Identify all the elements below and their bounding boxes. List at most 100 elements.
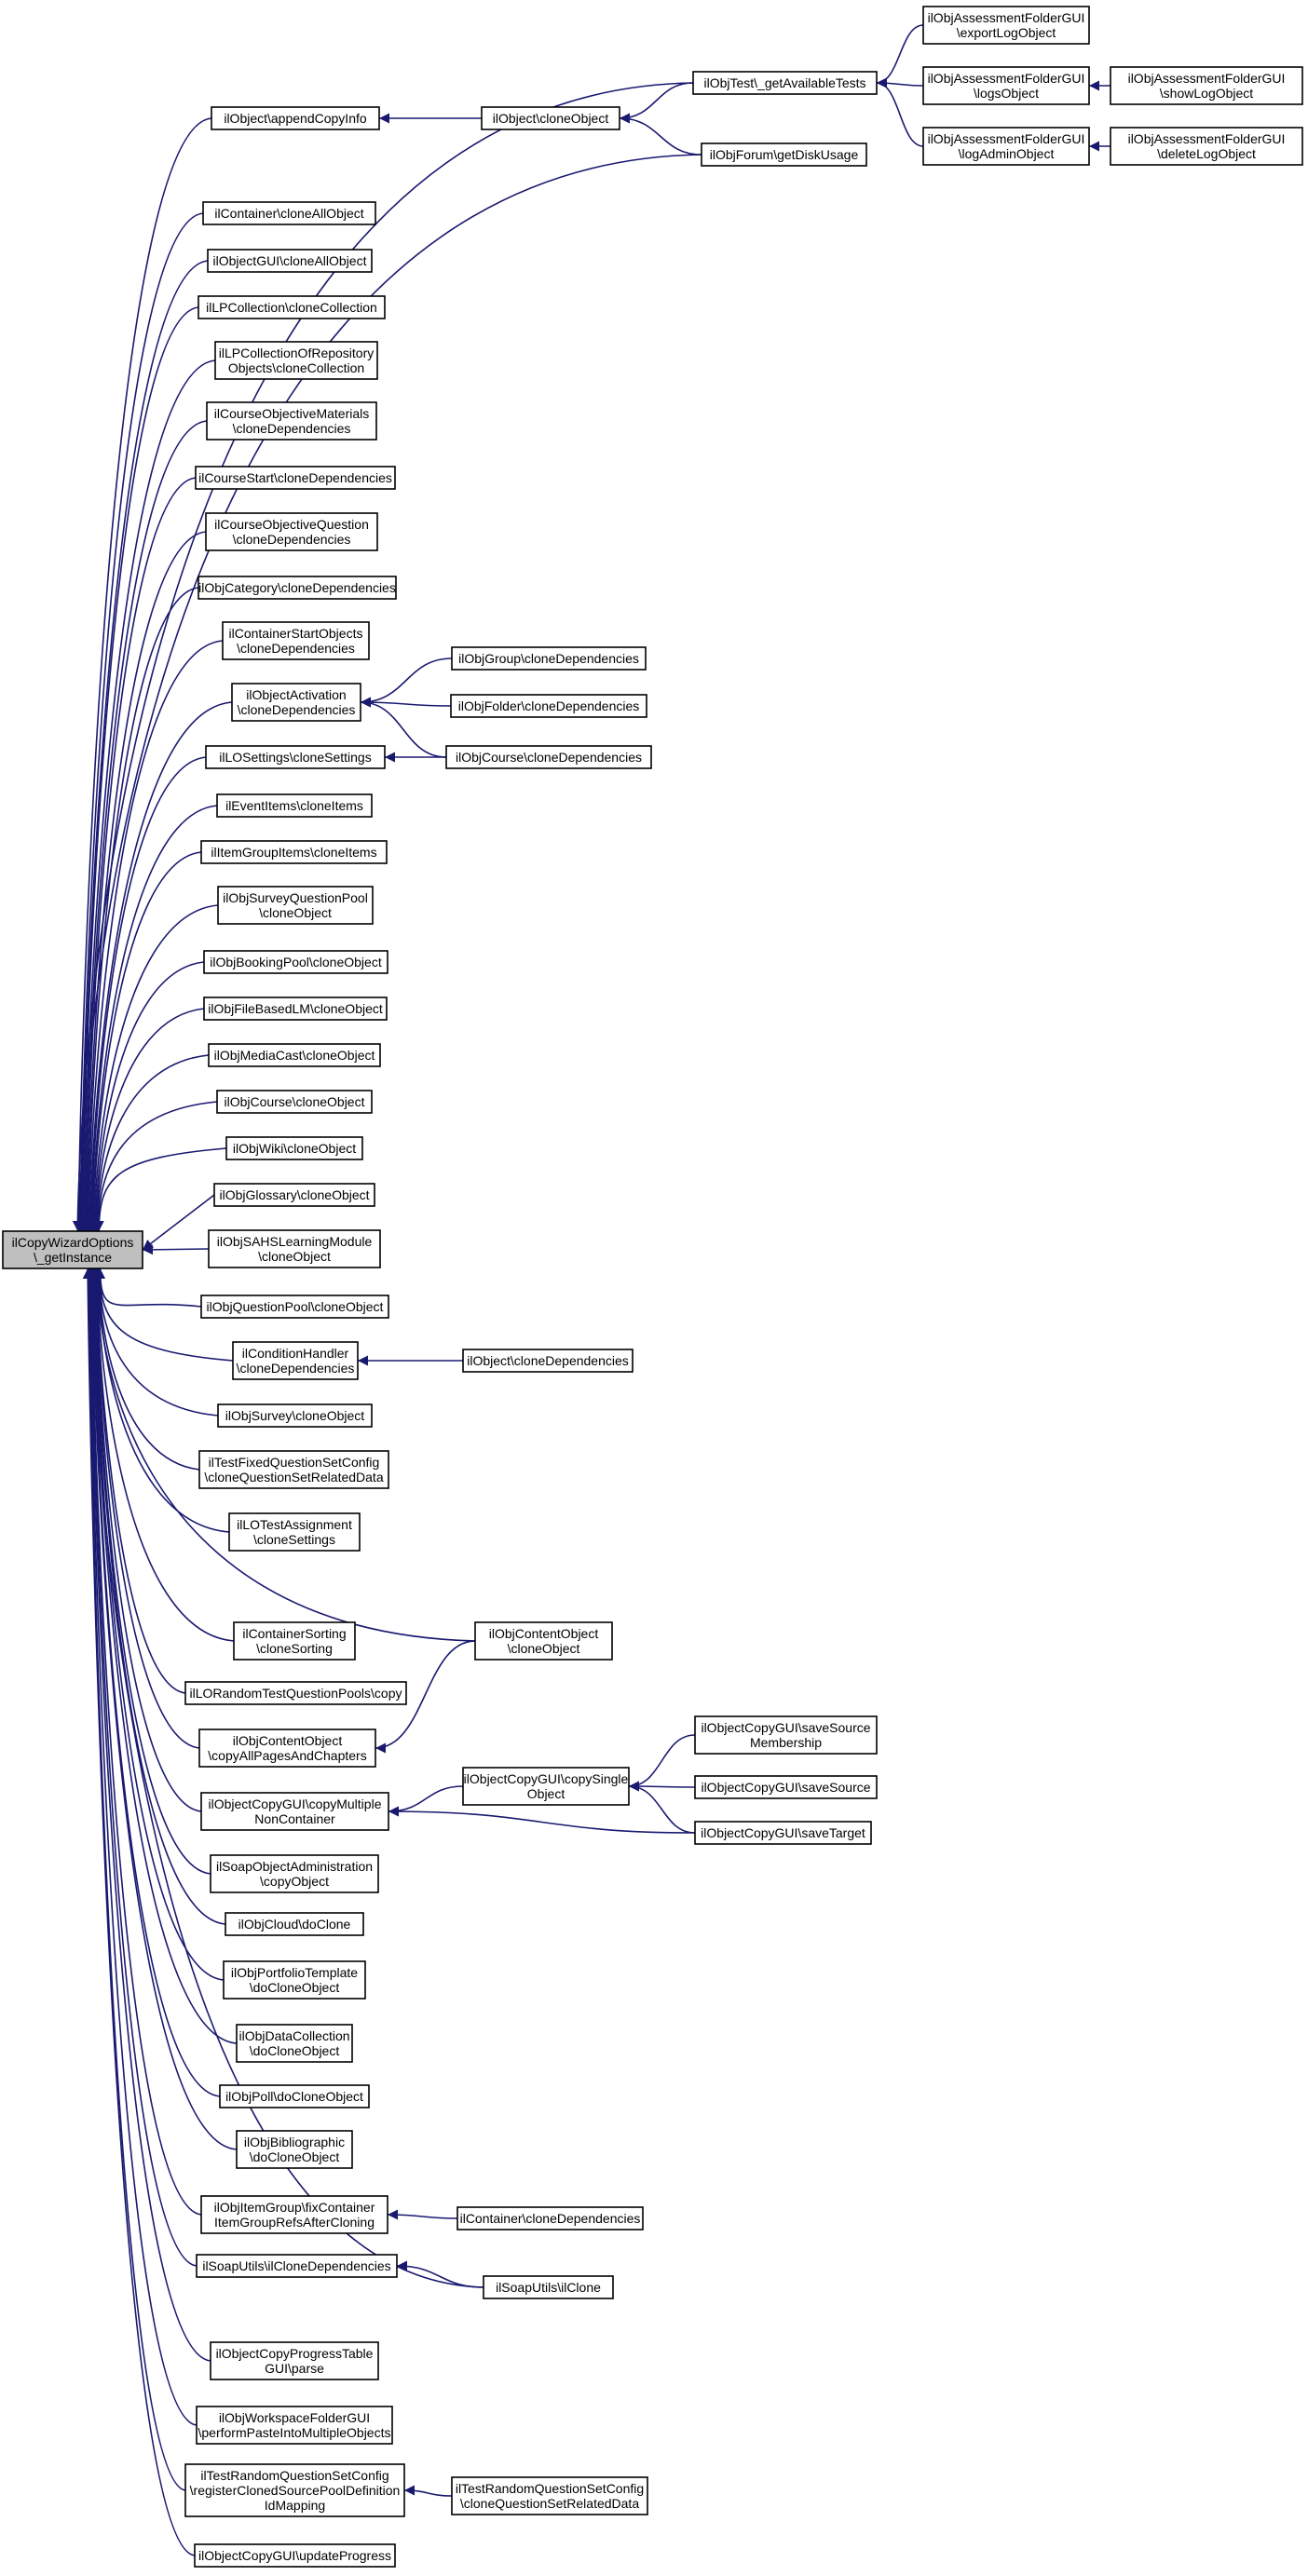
edge-data-collection-to-root — [88, 1268, 238, 2044]
node-workspace-paste[interactable]: ilObjWorkspaceFolderGUI\performPasteInto… — [196, 2406, 393, 2445]
node-item-group-fix[interactable]: ilObjItemGroup\fixContainerItemGroupRefs… — [200, 2195, 388, 2234]
edge-export-log-object-to-get-available-tests — [876, 24, 924, 88]
node-box — [214, 341, 378, 380]
edge-obj-group-to-object-activation — [360, 658, 453, 708]
node-lo-random-pools[interactable]: ilLORandomTestQuestionPools\copy — [184, 1681, 407, 1705]
node-label: ilSoapObjectAdministration — [216, 1859, 373, 1874]
node-save-source[interactable]: ilObjectCopyGUI\saveSource — [694, 1775, 878, 1799]
node-container-sorting[interactable]: ilContainerSorting\cloneSorting — [233, 1621, 356, 1661]
node-label: ilObjPortfolioTemplate — [231, 1965, 358, 1980]
node-label: ilObjItemGroup\fixContainer — [214, 2200, 375, 2215]
node-box — [216, 793, 373, 818]
node-show-log-object[interactable]: ilObjAssessmentFolderGUI\showLogObject — [1110, 66, 1303, 105]
node-save-target[interactable]: ilObjectCopyGUI\saveTarget — [694, 1821, 872, 1845]
root-node[interactable]: ilCopyWizardOptions\_getInstance — [2, 1230, 143, 1269]
node-label: ilObjWorkspaceFolderGUI — [219, 2410, 370, 2425]
node-box — [694, 1821, 872, 1845]
edge-get-disk-usage-to-clone-object — [619, 113, 702, 156]
edge-lp-collection-repo-to-root — [77, 359, 216, 1232]
node-delete-log-object[interactable]: ilObjAssessmentFolderGUI\deleteLogObject — [1110, 127, 1303, 166]
node-label: ilObjContentObject — [489, 1626, 599, 1641]
node-fixed-question-set[interactable]: ilTestFixedQuestionSetConfig\cloneQuesti… — [198, 1450, 389, 1489]
node-box — [462, 1767, 630, 1806]
node-copy-all-pages[interactable]: ilObjContentObject\copyAllPagesAndChapte… — [198, 1729, 376, 1768]
node-poll-do-clone[interactable]: ilObjPoll\doCloneObject — [219, 2084, 370, 2108]
edge-log-admin-object-to-get-available-tests — [876, 77, 924, 147]
node-soap-copy-object[interactable]: ilSoapObjectAdministration\copyObject — [210, 1854, 379, 1893]
node-container-clone-all-object[interactable]: ilContainer\cloneAllObject — [202, 201, 376, 225]
node-media-cast[interactable]: ilObjMediaCast\cloneObject — [208, 1043, 381, 1067]
node-file-based-lm[interactable]: ilObjFileBasedLM\cloneObject — [203, 997, 388, 1021]
node-container-clone-deps[interactable]: ilContainer\cloneDependencies — [456, 2206, 644, 2230]
node-label: ilContainer\cloneDependencies — [460, 2211, 641, 2226]
node-soap-utils-clone[interactable]: ilSoapUtils\ilClone — [483, 2275, 614, 2299]
edge-save-source-membership-to-copy-single — [628, 1734, 696, 1792]
node-event-items[interactable]: ilEventItems\cloneItems — [216, 793, 373, 818]
node-course-start[interactable]: ilCourseStart\cloneDependencies — [195, 466, 396, 490]
edge-survey-question-pool-to-root — [89, 904, 219, 1232]
node-survey-question-pool[interactable]: ilObjSurveyQuestionPool\cloneObject — [217, 886, 374, 925]
node-export-log-object[interactable]: ilObjAssessmentFolderGUI\exportLogObject — [922, 6, 1090, 45]
node-sahs-lm[interactable]: ilObjSAHSLearningModule\cloneObject — [208, 1229, 381, 1268]
node-label: ilObject\cloneDependencies — [467, 1353, 629, 1368]
node-box — [205, 745, 386, 769]
node-wiki-clone[interactable]: ilObjWiki\cloneObject — [225, 1136, 363, 1160]
node-box — [198, 1729, 376, 1768]
node-container-start-objects[interactable]: ilContainerStartObjects\cloneDependencie… — [222, 621, 370, 660]
node-soap-utils-deps[interactable]: ilSoapUtils\ilCloneDependencies — [196, 2254, 398, 2278]
node-label: ilObjDataCollection — [238, 2028, 349, 2043]
node-random-question-set-clone[interactable]: ilTestRandomQuestionSetConfig\cloneQuest… — [451, 2476, 648, 2515]
node-content-object-clone[interactable]: ilObjContentObject\cloneObject — [474, 1621, 613, 1661]
node-obj-course-deps[interactable]: ilObjCourse\cloneDependencies — [445, 745, 652, 769]
edge-media-cast-to-root — [91, 1054, 210, 1232]
node-label: \performPasteIntoMultipleObjects — [198, 2425, 391, 2440]
node-label: \cloneObject — [258, 1249, 331, 1264]
edge-cloud-do-clone-to-root — [89, 1268, 226, 1925]
node-obj-folder[interactable]: ilObjFolder\cloneDependencies — [450, 694, 647, 718]
node-lp-collection-repo[interactable]: ilLPCollectionOfRepositoryObjects\cloneC… — [214, 341, 378, 380]
node-question-pool[interactable]: ilObjQuestionPool\cloneObject — [200, 1295, 389, 1319]
node-lp-collection[interactable]: ilLPCollection\cloneCollection — [198, 295, 386, 319]
edge-object-gui-clone-all-object-to-root — [75, 260, 209, 1232]
node-glossary-clone[interactable]: ilObjGlossary\cloneObject — [213, 1183, 375, 1207]
node-cloud-do-clone[interactable]: ilObjCloud\doClone — [225, 1912, 364, 1936]
node-clone-object[interactable]: ilObject\cloneObject — [481, 106, 620, 130]
node-logs-object[interactable]: ilObjAssessmentFolderGUI\logsObject — [922, 66, 1090, 105]
edge-booking-pool-to-root — [89, 961, 205, 1232]
edge-get-available-tests-to-clone-object — [619, 82, 694, 124]
node-obj-category[interactable]: ilObjCategory\cloneDependencies — [198, 576, 397, 600]
node-update-progress[interactable]: ilObjectCopyGUI\updateProgress — [194, 2543, 396, 2568]
node-label: \cloneDependencies — [237, 1361, 355, 1376]
node-get-disk-usage[interactable]: ilObjForum\getDiskUsage — [701, 142, 867, 167]
node-label: \doCloneObject — [250, 2043, 340, 2058]
node-data-collection[interactable]: ilObjDataCollection\doCloneObject — [236, 2024, 353, 2063]
node-lo-settings[interactable]: ilLOSettings\cloneSettings — [205, 745, 386, 769]
node-obj-group[interactable]: ilObjGroup\cloneDependencies — [451, 646, 647, 671]
node-get-available-tests[interactable]: ilObjTest\_getAvailableTests — [692, 71, 878, 95]
node-object-clone-deps[interactable]: ilObject\cloneDependencies — [462, 1349, 634, 1373]
node-object-activation[interactable]: ilObjectActivation\cloneDependencies — [231, 683, 361, 722]
node-append-copy-info[interactable]: ilObject\appendCopyInfo — [211, 106, 380, 130]
node-random-question-set[interactable]: ilTestRandomQuestionSetConfig\registerCl… — [184, 2463, 405, 2517]
node-box — [232, 1341, 359, 1380]
node-log-admin-object[interactable]: ilObjAssessmentFolderGUI\logAdminObject — [922, 127, 1090, 166]
node-condition-handler[interactable]: ilConditionHandler\cloneDependencies — [232, 1341, 359, 1380]
node-item-group-items[interactable]: ilItemGroupItems\cloneItems — [200, 840, 388, 864]
node-survey-clone[interactable]: ilObjSurvey\cloneObject — [217, 1403, 373, 1428]
node-box — [200, 2195, 388, 2234]
node-course-clone[interactable]: ilObjCourse\cloneObject — [216, 1090, 373, 1114]
node-box — [206, 401, 377, 441]
node-lo-test-assignment[interactable]: ilLOTestAssignment\cloneSettings — [228, 1512, 361, 1552]
node-object-gui-clone-all-object[interactable]: ilObjectGUI\cloneAllObject — [207, 249, 373, 273]
node-bibliographic[interactable]: ilObjBibliographic\doCloneObject — [236, 2130, 353, 2169]
node-label: ilObjSurvey\cloneObject — [225, 1408, 365, 1423]
node-portfolio-template[interactable]: ilObjPortfolioTemplate\doCloneObject — [223, 1960, 366, 2000]
node-label: Membership — [750, 1735, 822, 1750]
node-course-obj-question[interactable]: ilCourseObjectiveQuestion\cloneDependenc… — [205, 512, 378, 551]
node-course-obj-materials[interactable]: ilCourseObjectiveMaterials\cloneDependen… — [206, 401, 377, 441]
node-booking-pool[interactable]: ilObjBookingPool\cloneObject — [203, 950, 388, 974]
